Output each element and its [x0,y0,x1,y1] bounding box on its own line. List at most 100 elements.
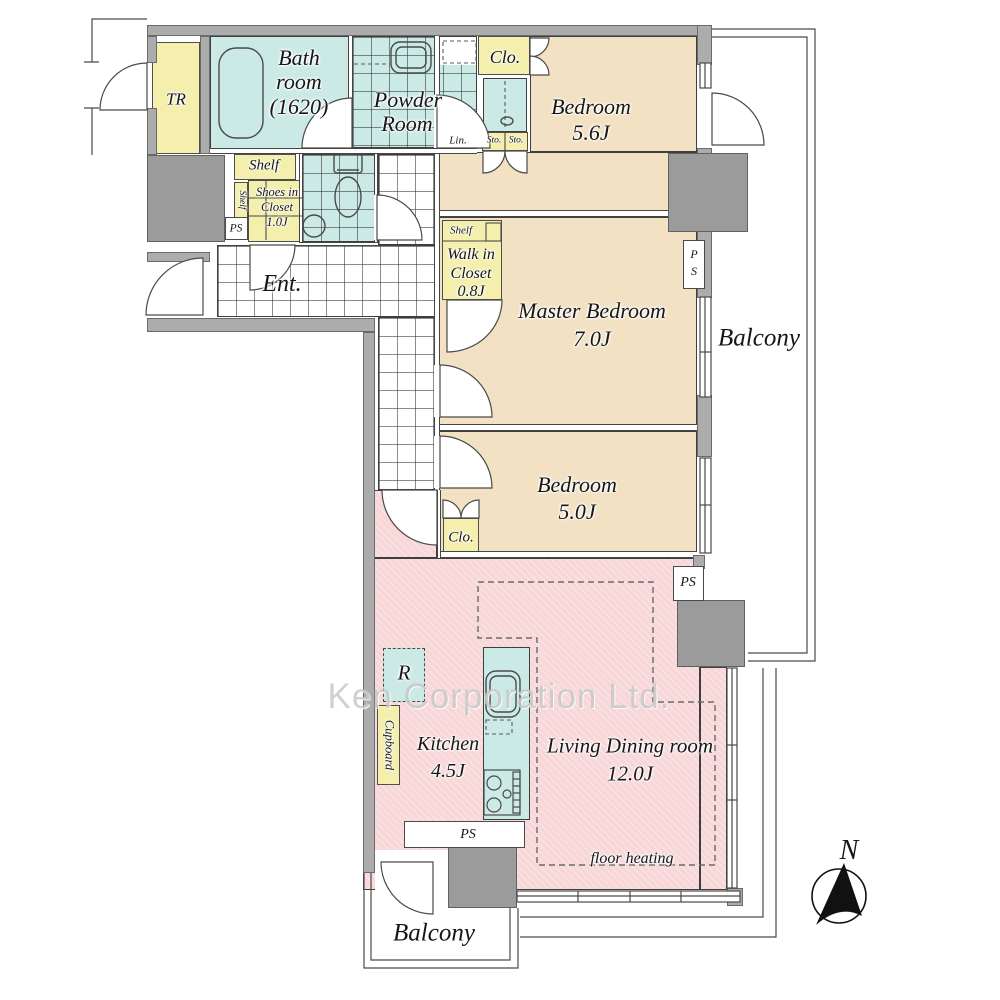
label-wic-1: Walk in [447,246,495,263]
ps-right-box [683,240,705,289]
label-wic-2: Closet [450,265,492,282]
bathroom-door [301,97,353,149]
toilet-icon [333,153,363,218]
label-north: N [839,835,859,866]
label-linen: Lin. [449,134,467,147]
bedroom-5-0-floor [437,431,697,558]
room-label-bedroom1-size: 5.6J [572,120,610,145]
label-refrigerator: R [397,660,411,685]
label-shoes-3: 1.0J [266,214,288,229]
room-label-balcony-bottom: Balcony [393,919,475,947]
walk-in-closet-box [442,220,502,300]
room-label-bedroom2-size: 5.0J [558,499,596,524]
closet-bottom-door-b [460,499,480,519]
label-closet-bottom: Clo. [448,529,474,546]
living-dining-floor [363,558,700,890]
pillar-left [147,155,225,242]
living-dining-floor-right [700,667,727,890]
label-wic-size: 0.8J [457,283,485,300]
label-shoes-2: Closet [261,199,293,214]
wall-bedroom2-living [437,551,697,558]
door-gap-master [434,365,440,417]
trunk-room-box [152,42,200,154]
shoes-closet-shelf-lines [248,132,506,240]
wall-entry-bottom [147,318,375,332]
room-label-living-name: Living Dining room [546,733,714,758]
room-label-bathroom-1: Bath [278,45,320,70]
dashed-details [354,40,513,735]
watermark: Ken Corporation Ltd. [327,677,671,716]
walk-in-closet-shelf-lines [442,222,502,242]
door-gap-toilet [374,195,378,240]
windows [516,62,741,903]
closet-top-door-a [529,37,550,58]
room-label-powder-2: Room [381,111,433,136]
hallway-lower-floor [378,317,437,490]
powder-cabinet-area [440,37,476,65]
storage-door-b [504,150,528,174]
label-shoes-1: Shoes in [255,184,299,199]
room-label-bathroom-2: room [276,69,322,94]
stove-icon [483,769,521,816]
label-wic-shelf: Shelf [450,224,472,237]
walk-in-closet-door [446,299,503,353]
wall-bedroom1-master [440,210,697,217]
label-shelf-top: Shelf [249,157,279,174]
refrigerator-box [383,648,425,702]
pillar-top-right [668,153,748,232]
ps-entrance-box [225,217,248,240]
master-bedroom-door [439,364,493,418]
label-ps-right-s: S [691,264,697,278]
wall-left-mid [147,108,157,155]
door-arcs [99,37,765,915]
room-label-trunk: TR [166,89,186,109]
label-ps-living: PS [680,575,696,590]
storage-door-a [482,150,506,174]
shoes-closet-door [249,244,296,291]
room-label-kitchen-name: Kitchen [416,733,480,755]
room-label-living-size: 12.0J [606,761,654,786]
closet-top-door-b [529,55,550,76]
shelf-top-box [234,154,296,180]
wall-hall-bedrooms [434,36,440,492]
ps-living-box [673,566,704,601]
wall-master-bedroom2 [440,424,697,431]
label-floor-heating: floor heating [590,850,674,867]
balcony-railings [84,18,816,969]
kitchen-sink-icon [485,670,521,718]
label-shelf-side: Shelf [236,190,247,210]
room-label-kitchen-size: 4.5J [431,760,465,782]
wall-trunk-right [200,36,210,154]
kitchen-balcony-door [380,861,434,915]
bedroom-5-6-floor [530,36,697,152]
label-cupboard: Cupboard [382,719,397,771]
fixtures [218,41,521,816]
wall-bath-powder [348,36,353,149]
label-ps-kitchen: PS [460,827,476,842]
wall-entry-niche [147,252,210,262]
closet-bottom-door-a [442,499,462,519]
cupboard-box [377,705,400,785]
room-label-bedroom2-name: Bedroom [537,472,617,497]
ps-kitchen-box [404,821,525,848]
bathtub-icon [218,47,264,139]
label-ps-entrance: PS [229,222,243,235]
washbasin-icon [390,41,432,74]
room-label-balcony-right: Balcony [718,324,800,352]
room-label-entrance: Ent. [262,271,302,297]
toilet-door [376,194,423,241]
wall-left-long [363,332,375,873]
toilet-sink-icon [302,214,326,238]
room-label-master-size: 7.0J [573,326,611,351]
wall-toilet-bottom [299,242,378,246]
room-label-powder-1: Powder [373,87,443,112]
room-label-master-name: Master Bedroom [518,298,666,323]
shower-drain-icon [500,116,514,126]
bedroom1-balcony-door [711,92,765,146]
floor-heating-outline [477,581,716,866]
label-storage-a: Sto. [486,135,502,146]
living-door [381,489,438,546]
wall-left-upper [147,36,157,63]
